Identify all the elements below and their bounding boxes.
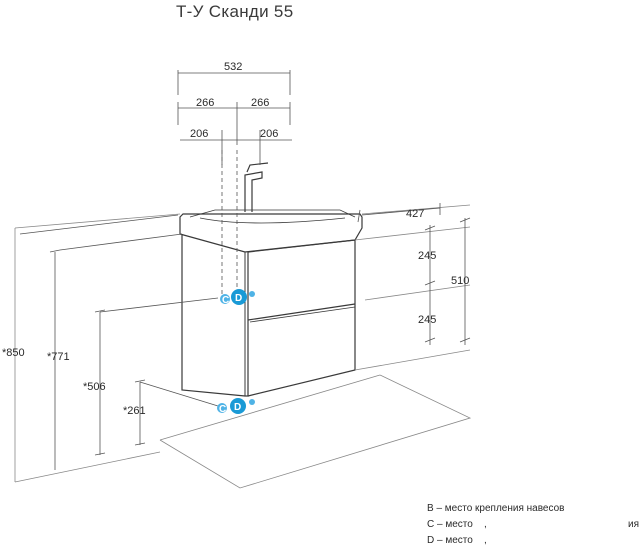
dim-lower-drawer: 245 xyxy=(418,314,436,326)
marker-d-upper-icon xyxy=(231,289,247,305)
faucet xyxy=(244,162,269,212)
legend-item-c-suffix: ия xyxy=(628,519,639,530)
drawing-title: Т-У Сканди 55 xyxy=(176,2,294,21)
dimension-labels: 532 266 266 206 206 427 245 245 510 *850… xyxy=(2,61,469,417)
wall-lines xyxy=(14,204,472,489)
cabinet-outline xyxy=(179,209,363,397)
dim-half-right: 266 xyxy=(251,97,269,109)
legend-mask-c xyxy=(487,518,627,530)
dim-depth: 427 xyxy=(406,208,424,220)
legend-item-c-trail: , xyxy=(484,519,487,530)
dim-total-width: 532 xyxy=(224,61,242,73)
markers-upper: C D xyxy=(220,289,255,306)
dim-supply-height: *261 xyxy=(123,405,146,417)
legend-item-c: C – место xyxy=(427,519,473,530)
dim-cabinet-height: 510 xyxy=(451,275,469,287)
marker-c-upper-icon xyxy=(220,294,230,304)
dim-mount-right: 206 xyxy=(260,128,278,140)
marker-d-upper-label: D xyxy=(235,293,242,304)
dim-mount-left: 206 xyxy=(190,128,208,140)
legend-item-b: B – место крепления навесов xyxy=(427,503,564,514)
legend: B – место крепления навесов C – место ия… xyxy=(427,503,639,546)
marker-dot-upper-icon xyxy=(249,291,255,297)
dim-half-left: 266 xyxy=(196,97,214,109)
marker-c-lower-label: C xyxy=(219,404,226,415)
markers-lower: C D xyxy=(217,398,255,415)
dim-top-height: *771 xyxy=(47,351,70,363)
marker-c-upper-label: C xyxy=(222,295,229,306)
marker-c-lower-icon xyxy=(217,403,227,413)
marker-dot-lower-icon xyxy=(249,399,255,405)
dim-total-height: *850 xyxy=(2,347,25,359)
marker-d-lower-label: D xyxy=(234,402,241,413)
legend-mask-d xyxy=(487,534,637,546)
legend-item-d: D – место xyxy=(427,535,473,546)
marker-d-lower-icon xyxy=(230,398,246,414)
dim-mount-height: *506 xyxy=(83,381,106,393)
dimension-lines xyxy=(19,70,471,470)
dim-upper-drawer: 245 xyxy=(418,250,436,262)
legend-item-d-trail: , xyxy=(484,535,487,546)
